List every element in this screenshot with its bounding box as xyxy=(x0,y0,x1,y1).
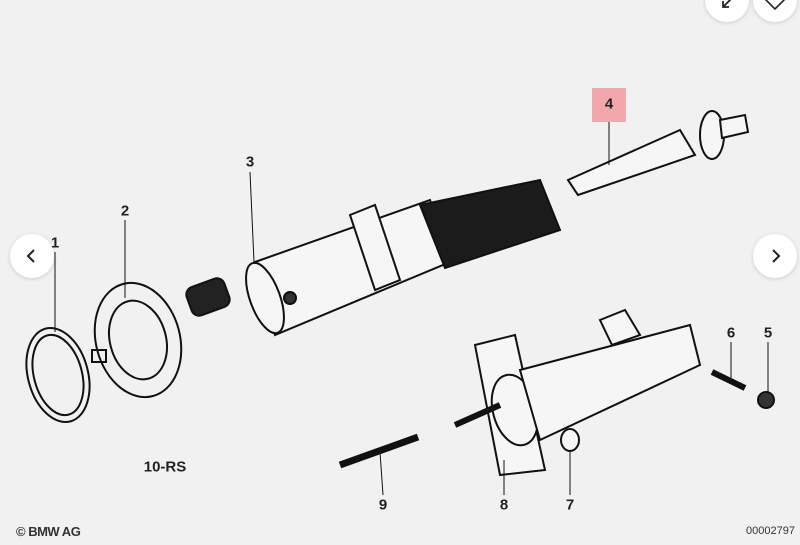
part-9-stud xyxy=(338,433,420,469)
chevron-right-icon xyxy=(772,249,781,263)
part-4-pushrod xyxy=(566,110,750,197)
callout-2[interactable]: 2 xyxy=(120,202,130,220)
heart-icon xyxy=(764,0,786,10)
callout-7[interactable]: 7 xyxy=(565,496,575,514)
next-image-button[interactable] xyxy=(753,234,797,278)
part-6-bleeder xyxy=(710,369,747,391)
callout-1[interactable]: 1 xyxy=(50,234,60,252)
callout-3[interactable]: 3 xyxy=(245,153,255,171)
copyright: © BMW AG xyxy=(16,524,81,539)
collapse-button[interactable] xyxy=(705,0,749,22)
callout-9[interactable]: 9 xyxy=(378,496,388,514)
part-7-nut xyxy=(560,428,580,452)
highlight-callout-4 xyxy=(592,88,626,122)
part-1-circlip xyxy=(25,326,91,424)
part-3-cylinder xyxy=(185,178,562,337)
drawing-number: 00002797 xyxy=(746,525,795,537)
previous-image-button[interactable] xyxy=(10,234,54,278)
part-2-plate xyxy=(91,281,183,399)
callout-5[interactable]: 5 xyxy=(763,324,773,342)
chevron-left-icon xyxy=(26,249,35,263)
favorite-button[interactable] xyxy=(753,0,797,22)
callout-4[interactable]: 4 xyxy=(604,95,614,113)
kit-label: 10-RS xyxy=(143,458,187,476)
arrow-down-left-icon xyxy=(722,0,732,8)
callout-6[interactable]: 6 xyxy=(726,324,736,342)
part-5-cap xyxy=(757,391,775,409)
callout-8[interactable]: 8 xyxy=(499,496,509,514)
part-8-master-cylinder xyxy=(453,308,702,477)
